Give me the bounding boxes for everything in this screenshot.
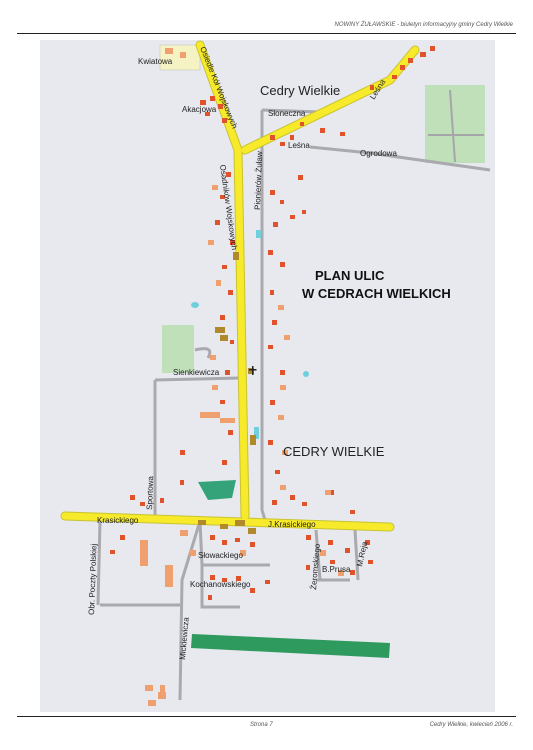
- loop-road: [194, 347, 212, 359]
- label-kochanowskiego: Kochanowskiego: [190, 580, 251, 589]
- label-obr-poczty: Obr. Poczty Polskiej: [87, 543, 98, 615]
- label-slowackiego: Słowackiego: [198, 551, 243, 560]
- ogrodowa-road: [309, 145, 491, 172]
- zeromskiego-road: [314, 529, 322, 581]
- label-kwiatowa: Kwiatowa: [138, 57, 173, 66]
- footer-date: Cedry Wielkie, kwiecień 2006 r.: [429, 722, 513, 728]
- label-pionierow: Pionierów Żuław: [253, 151, 264, 210]
- label-j-krasickiego: J.Krasickiego: [268, 520, 316, 529]
- buildings: [110, 46, 435, 706]
- reja-road: [353, 529, 360, 581]
- label-sportowa: Sportowa: [145, 475, 155, 510]
- green-field: [198, 480, 236, 500]
- church-icon: [249, 366, 257, 375]
- park-area-center: [162, 325, 194, 373]
- page-header: NOWINY ŻUŁAWSKIE - biuletyn informacyjny…: [334, 22, 513, 28]
- place-label-center: CEDRY WIELKIE: [283, 444, 385, 459]
- mickiewicza-road: [178, 520, 202, 701]
- label-sloneczna: Słoneczna: [268, 109, 306, 118]
- sienkiewicza-road: [154, 376, 241, 382]
- krasickiego-road: [61, 512, 394, 531]
- label-sienkiewicza: Sienkiewicza: [173, 368, 220, 377]
- label-b-prusa: B.Prusa: [322, 565, 351, 574]
- water-bodies: [191, 230, 309, 439]
- footer-rule: [17, 716, 516, 717]
- map-title-line2: W CEDRACH WIELKICH: [302, 286, 451, 301]
- footer-page: Strona 7: [250, 722, 273, 728]
- kochanowskiego-road: [200, 565, 240, 609]
- osadnikow-road: [196, 41, 249, 520]
- pionierow-road: [260, 110, 267, 521]
- label-ogrodowa: Ogrodowa: [360, 149, 397, 158]
- sloneczna-road: [261, 108, 321, 114]
- map-svg: Kwiatowa Osiedle Kół Wojskowych Akacjowa…: [60, 40, 491, 706]
- park-paths: [428, 89, 484, 163]
- label-osiedle-wojskowych: Osiedle Kół Wojskowych: [198, 45, 239, 129]
- green-strip: [191, 634, 390, 658]
- header-rule: [17, 33, 516, 34]
- label-mickiewicza: Mickiewicza: [178, 616, 191, 660]
- map-title-line1: PLAN ULIC: [315, 268, 385, 283]
- label-zeromskiego: Żeromskiego: [309, 543, 322, 590]
- lesna-road: [241, 46, 419, 154]
- place-label-top: Cedry Wielkie: [260, 83, 340, 98]
- label-akacjowa: Akacjowa: [182, 105, 217, 114]
- label-krasickiego: Krasickiego: [97, 516, 139, 525]
- minor-roads: [96, 108, 491, 701]
- label-lesna-lower: Leśna: [288, 141, 310, 150]
- street-map: Kwiatowa Osiedle Kół Wojskowych Akacjowa…: [40, 40, 495, 712]
- obr-poczty-road: [96, 520, 102, 606]
